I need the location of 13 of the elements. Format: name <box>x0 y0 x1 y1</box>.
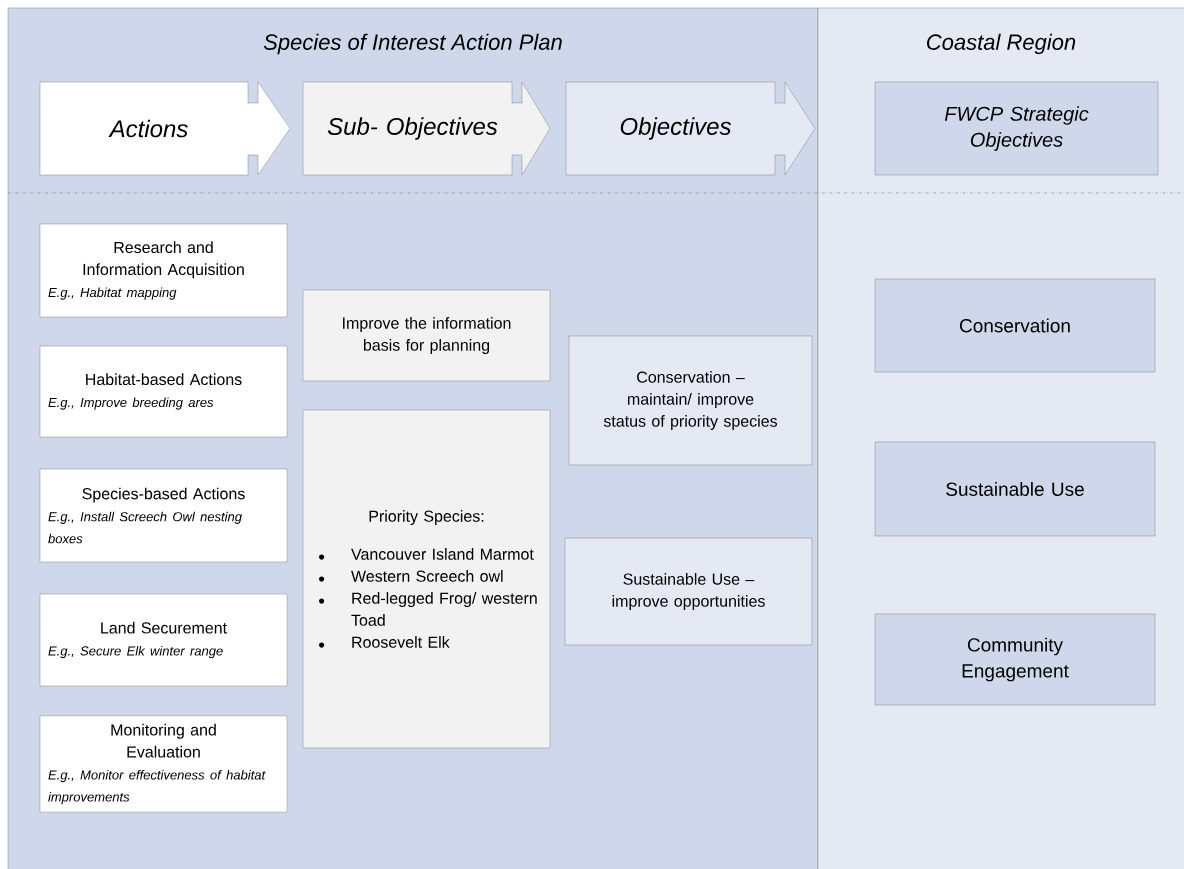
text-box: Sustainable Use – improve opportunities <box>564 537 813 646</box>
text-box: Community Engagement <box>874 613 1156 706</box>
action-box: Land Securement E.g., Secure Elk winter range <box>39 593 288 687</box>
text-box: Sustainable Use <box>874 441 1156 537</box>
heading-box: FWCP Strategic Objectives <box>874 81 1159 176</box>
text-box: Conservation <box>874 278 1156 373</box>
list-box: Priority Species: Vancouver Island Marmot Western Screech owl Red-legged Frog/ western Toad Roosevelt Elk <box>302 409 551 749</box>
text-box: Improve the information basis for planning <box>302 289 551 382</box>
action-box: Habitat-based Actions E.g., Improve breeding ares <box>39 345 288 438</box>
action-box: Research and Information Acquisition E.g., Habitat mapping <box>39 223 288 318</box>
action-box: Monitoring and Evaluation E.g., Monitor effectiveness of habitat improvements <box>39 715 288 813</box>
text-box: Conservation – maintain/ improve status of priority species <box>568 335 813 466</box>
action-box: Species-based Actions E.g., Install Screech Owl nesting boxes <box>39 468 288 563</box>
